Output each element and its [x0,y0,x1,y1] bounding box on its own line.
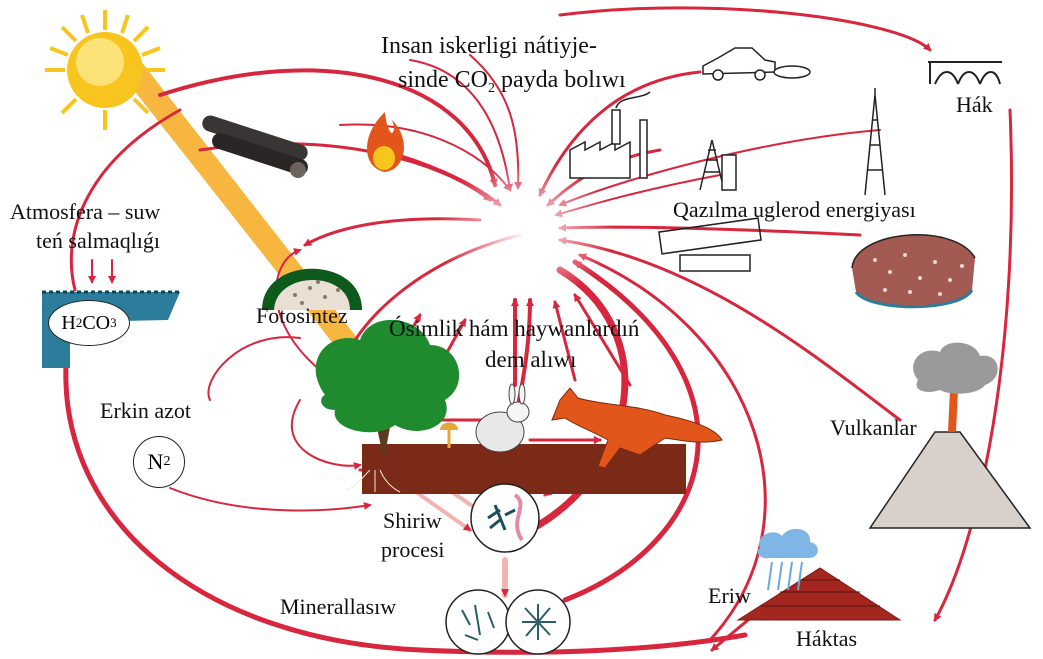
limestone-label: Háktas [796,626,857,652]
lime-label: Hák [956,92,993,118]
sun-icon [45,10,165,130]
rabbit-icon [476,384,529,452]
respiration-label-line2: dem alıwı [485,347,576,373]
h2co3-h: H [61,312,75,335]
decay-label-line2: procesi [381,537,445,563]
human-activity-label-line2: sinde CO2 payda bolıwı [398,67,626,102]
decomposer-icon [471,484,539,552]
erosion-label: Eriw [708,583,751,609]
h2co3-sub2: 3 [110,315,117,331]
human-label-rest-text: payda bolıwı [495,67,626,93]
mineral-icon [446,590,570,654]
respiration-label-line1: Ósimlik hám haywanlardıń [389,316,639,342]
oil-rig-icon [865,88,885,195]
n2-text: N [148,449,164,475]
human-label-subscript: 2 [488,81,495,96]
limestone-icon [738,529,900,620]
atmosphere-co2-pool [435,160,615,300]
atmosphere-label-line2: teń salmaqlıǵı [36,228,160,254]
fire-icon [367,112,404,172]
human-label-co-text: sinde CO [398,67,488,93]
photosynthesis-label: Fotosintez [256,303,348,329]
car-icon [703,48,810,80]
bridge-icon [928,62,1002,84]
human-activity-label-line1: Insan iskerligi nátiyje- [381,33,597,59]
n2-subscript: 2 [163,454,170,470]
atmosphere-label-line1: Atmosfera – suw [10,199,160,225]
fossil-energy-label: Qazılma uglerod energiyası [673,197,916,223]
decay-label-line1: Shiriw [383,508,442,534]
free-nitrogen-label: Erkin azot [100,398,191,424]
mineralization-label: Minerallasıw [280,594,396,620]
coal-deposit-icon [852,235,975,307]
h2co3-co: CO [82,312,110,335]
volcano-label: Vulkanlar [830,415,917,441]
